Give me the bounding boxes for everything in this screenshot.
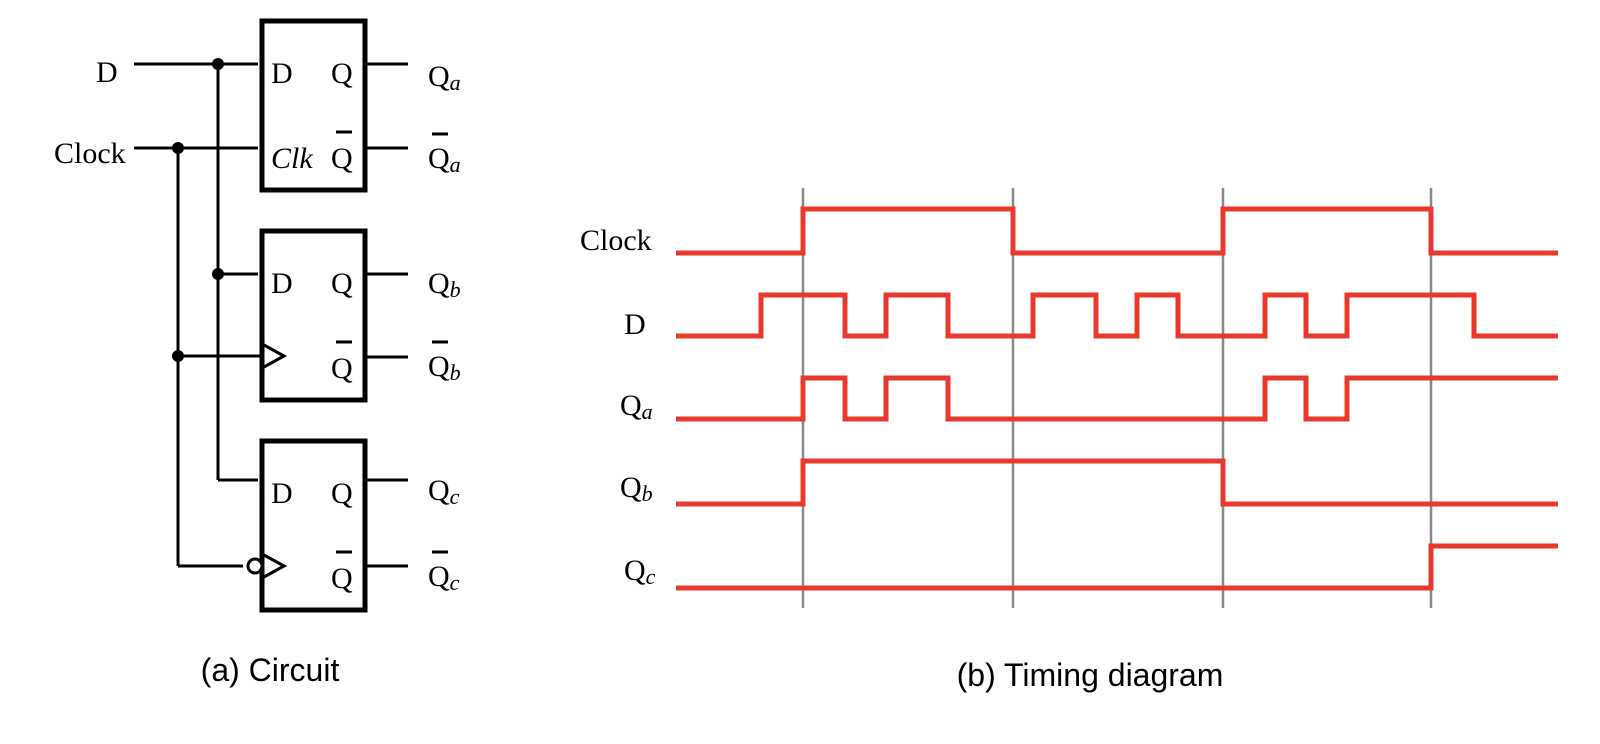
- output-qa-bar-label: Qa: [428, 142, 461, 177]
- timing-caption: (b) Timing diagram: [957, 657, 1224, 693]
- output-qc-label: Qc: [428, 474, 460, 509]
- ffa-clk-pin-label: Clk: [271, 142, 313, 175]
- ffb-clock-triangle-icon: [263, 343, 288, 369]
- flip-flop-c: D Q Q: [246, 438, 368, 613]
- ffc-clock-triangle-icon: [263, 553, 288, 579]
- signal-label-qa: Qa: [620, 389, 653, 424]
- waveform-d: [676, 292, 1558, 339]
- signal-label-clock: Clock: [580, 224, 652, 257]
- output-qc-bar-label: Qc: [428, 560, 460, 595]
- circuit-panel: D Clock D Q Clk Q D Q: [54, 18, 461, 688]
- d-junction-top: [212, 58, 224, 70]
- waveform-clock: [676, 206, 1558, 256]
- ffb-d-pin-label: D: [271, 267, 293, 300]
- ffa-d-pin-label: D: [271, 57, 293, 90]
- waveform-qa: [676, 375, 1558, 422]
- output-qa-label: Qa: [428, 60, 461, 95]
- waveform-qc: [676, 543, 1558, 591]
- d-junction-mid: [212, 268, 224, 280]
- ffc-q-pin-label: Q: [331, 477, 353, 510]
- flip-flop-c-box: [259, 438, 368, 613]
- ffc-d-pin-label: D: [271, 477, 293, 510]
- input-clock-label: Clock: [54, 137, 126, 170]
- flip-flop-b: D Q Q: [259, 228, 368, 403]
- ffc-inversion-bubble-icon: [246, 557, 264, 575]
- signal-label-qb: Qb: [620, 471, 653, 506]
- ffb-q-pin-label: Q: [331, 267, 353, 300]
- clock-junction-top: [172, 142, 184, 154]
- ffb-qbar-pin-label: Q: [331, 352, 353, 385]
- output-qb-label: Qb: [428, 267, 461, 302]
- timing-panel: Clock D Qa Qb Qc (b) Timing diagram: [580, 188, 1558, 693]
- output-qb-bar-label: Qb: [428, 350, 461, 385]
- signal-label-qc: Qc: [624, 554, 656, 589]
- flip-flop-b-box: [259, 228, 368, 403]
- signal-label-d: D: [624, 308, 646, 341]
- ffa-q-pin-label: Q: [331, 57, 353, 90]
- flip-flop-a: D Q Clk Q: [259, 18, 368, 193]
- waveform-qb: [676, 458, 1558, 507]
- input-d-label: D: [96, 56, 118, 89]
- ffc-qbar-pin-label: Q: [331, 562, 353, 595]
- ffa-qbar-pin-label: Q: [331, 142, 353, 175]
- circuit-caption: (a) Circuit: [201, 652, 340, 688]
- flip-flop-a-box: [259, 18, 368, 193]
- clock-junction-mid: [172, 350, 184, 362]
